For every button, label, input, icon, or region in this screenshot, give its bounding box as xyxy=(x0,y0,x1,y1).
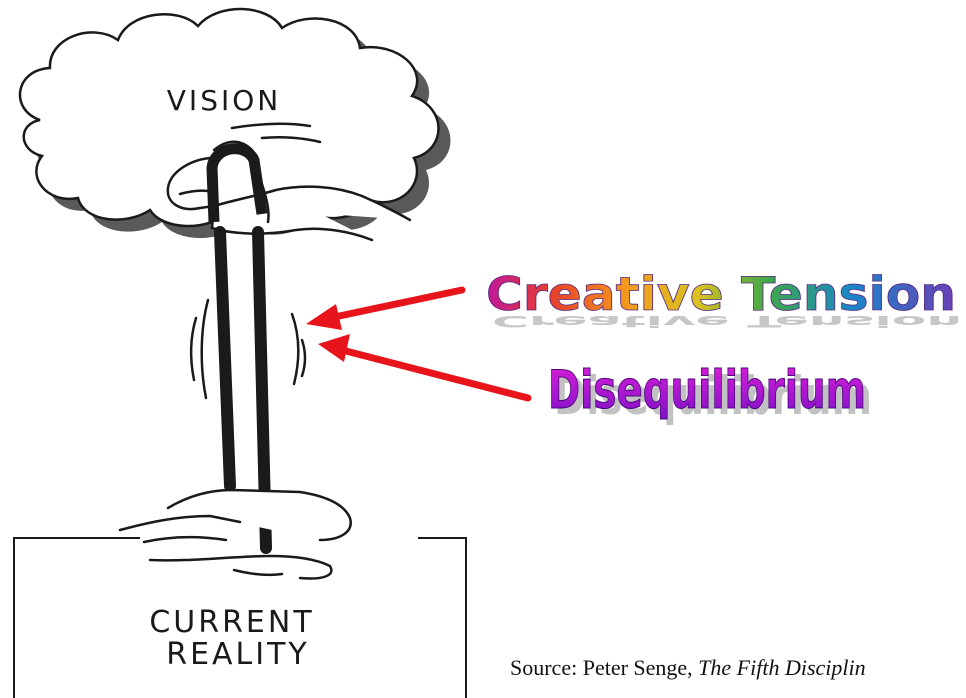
disequilibrium-shadow: Disequilibrium xyxy=(554,366,872,427)
vision-label: VISION xyxy=(167,84,281,117)
reality-label: REALITY xyxy=(166,637,310,672)
creative-tension-shadow: Creative Tension xyxy=(492,312,962,331)
arrow-to-band-upper xyxy=(306,286,466,330)
source-prefix: Source: Peter Senge, xyxy=(510,655,699,680)
source-title: The Fifth Disciplin xyxy=(698,655,866,680)
current-label: CURRENT xyxy=(149,605,314,640)
motion-lines-top xyxy=(230,122,322,144)
vision-cloud xyxy=(18,7,451,239)
arrow-to-band-lower xyxy=(318,334,532,402)
source-citation: Source: Peter Senge, The Fifth Disciplin xyxy=(510,655,866,681)
vibration-lines xyxy=(190,298,307,400)
bottom-hand xyxy=(118,488,352,580)
disequilibrium-wordart: Disequilibrium xyxy=(548,360,866,421)
current-reality-box xyxy=(13,537,467,698)
creative-tension-wordart: Creative Tension xyxy=(486,267,956,321)
rubber-band-top-loop xyxy=(206,143,268,223)
